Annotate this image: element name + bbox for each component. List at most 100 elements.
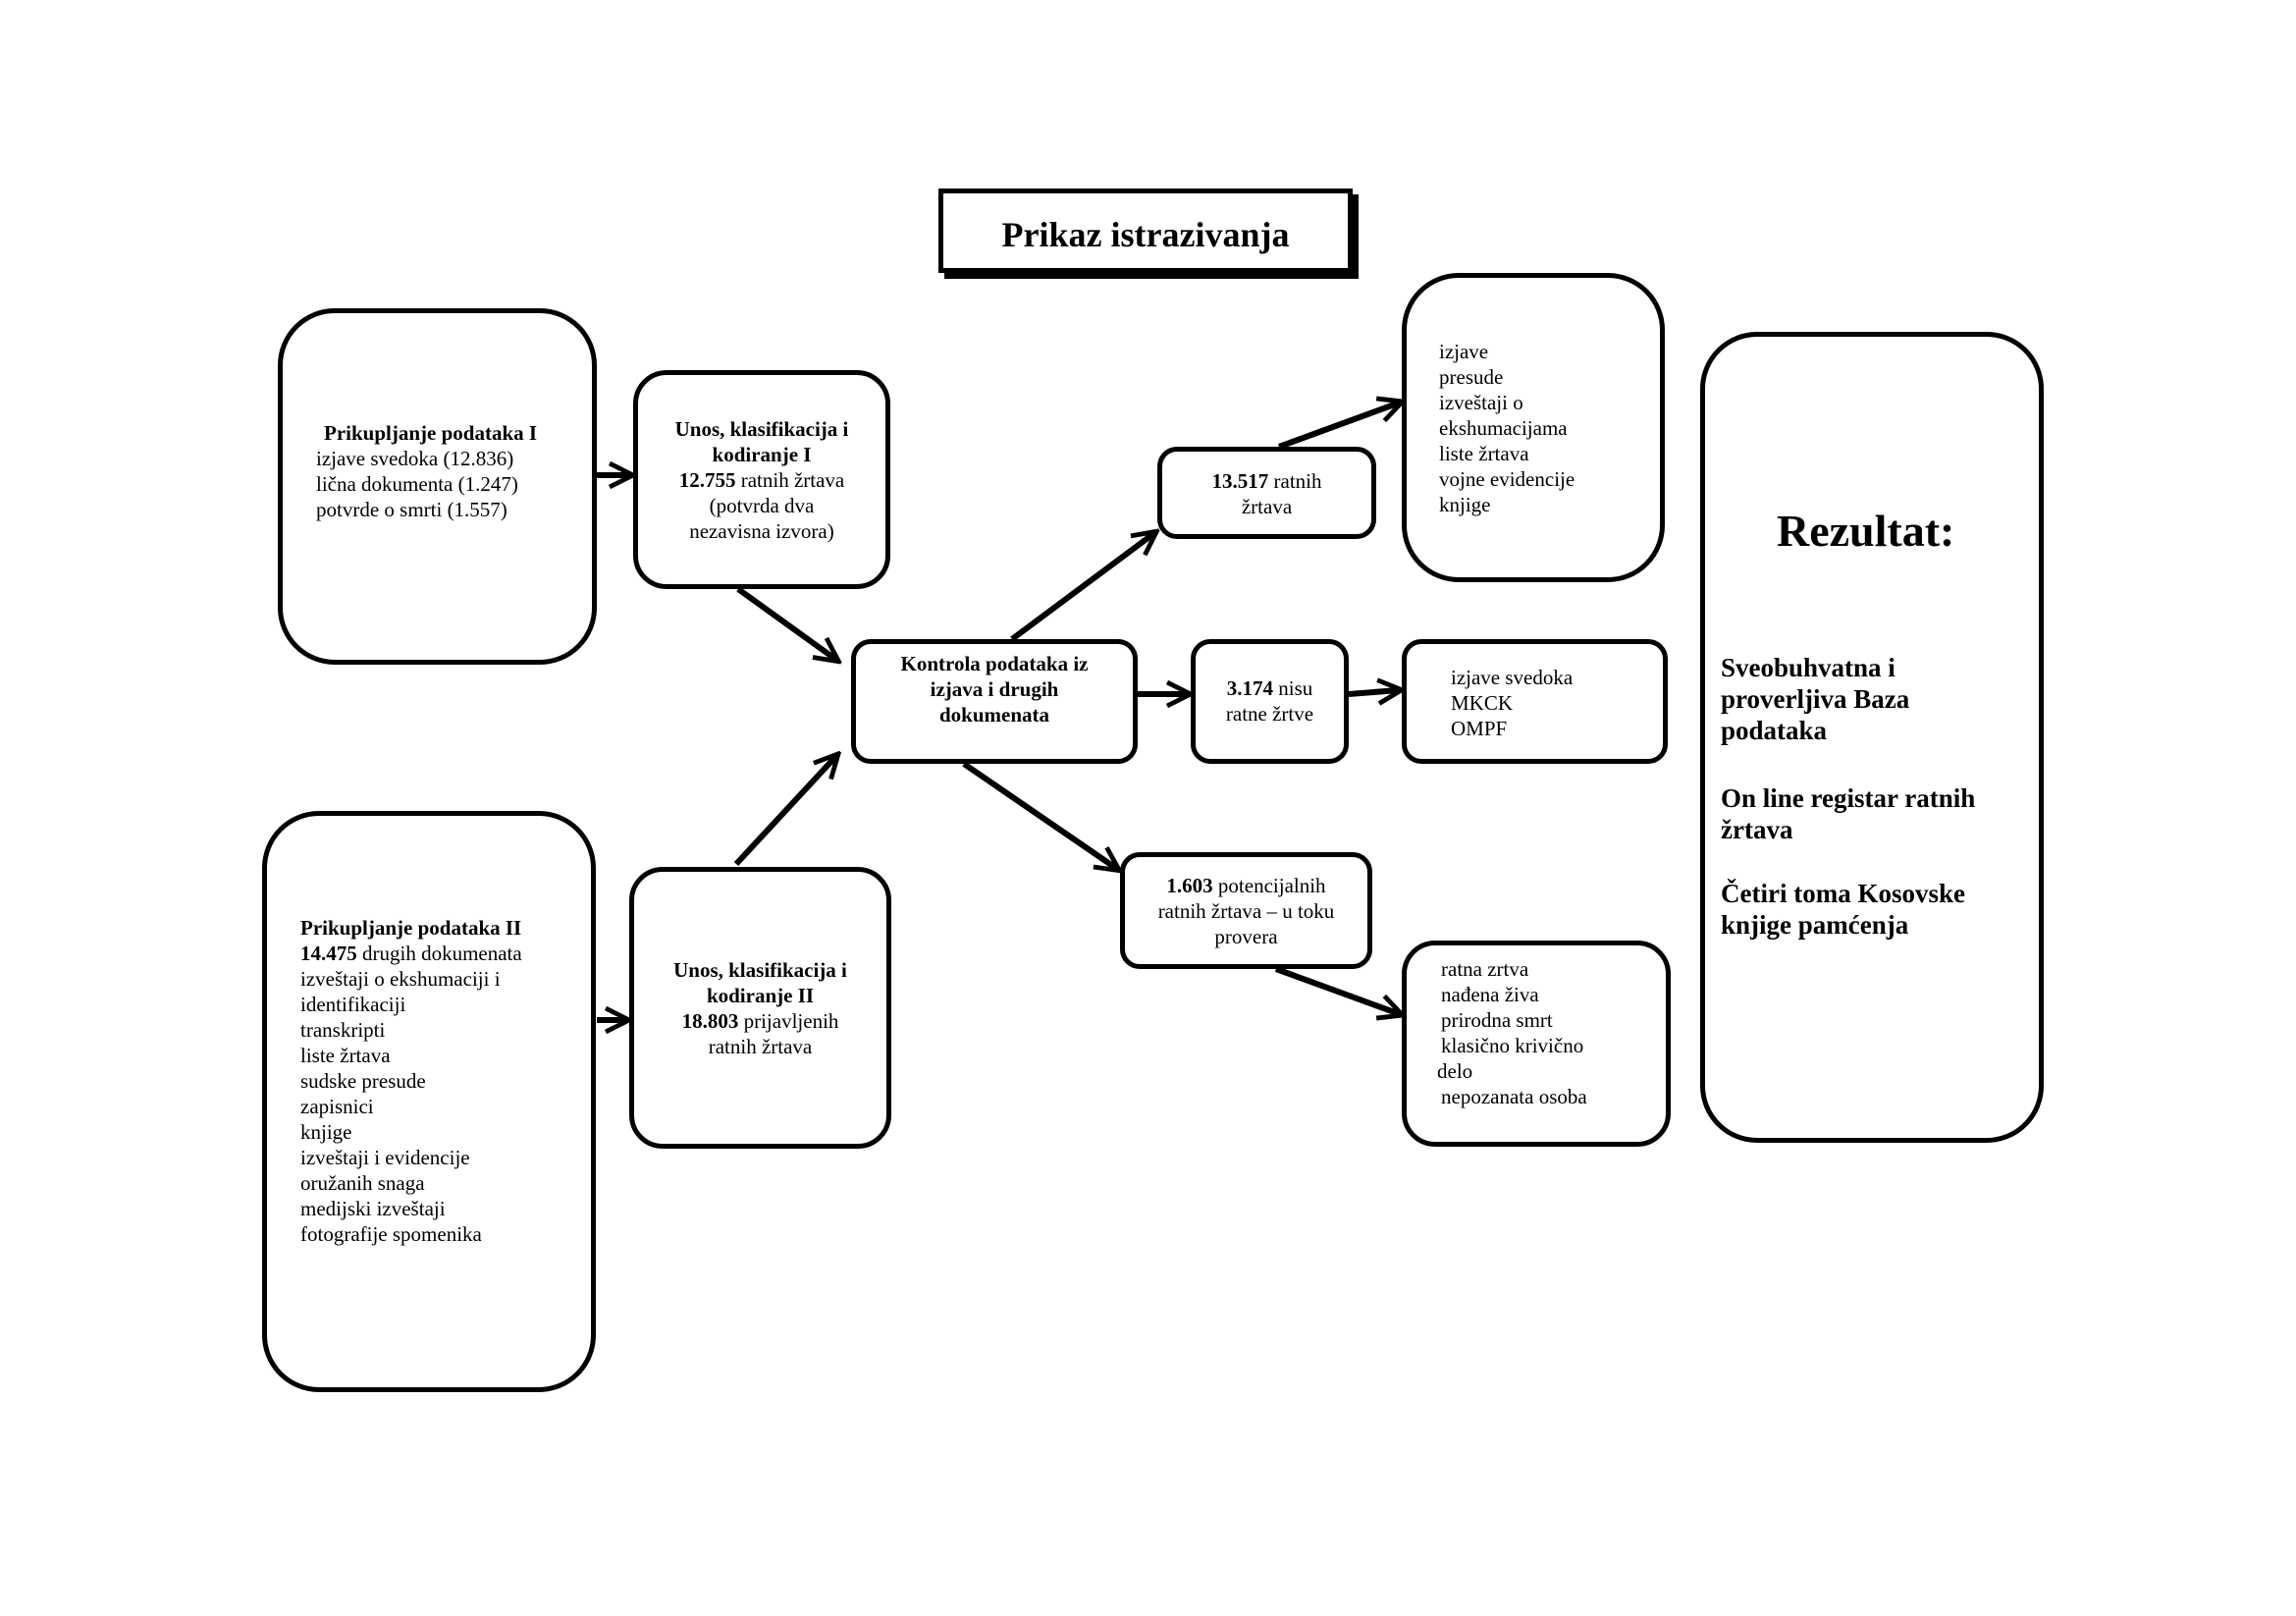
entry-coding-2-text: Unos, klasifikacija i kodiranje II 18.80… xyxy=(629,957,891,1059)
war-victims-line: žrtava xyxy=(1241,495,1293,518)
arrow-control-to-potential xyxy=(962,761,1117,869)
not-victims-line: ratne žrtve xyxy=(1225,702,1314,726)
entry-coding-2-number: 18.803 xyxy=(681,1009,739,1033)
verification-outcome-item: delo xyxy=(1437,1059,1473,1083)
result-item-memorial-books: Četiri toma Kosovske knjige pamćenja xyxy=(1721,878,1965,941)
entry-coding-2-count: 18.803 prijavljenih xyxy=(629,1008,891,1034)
result-item-online-registry: On line registar ratnih žrtava xyxy=(1721,782,1975,845)
entry-coding-1-line: nezavisna izvora) xyxy=(689,519,834,543)
data-control-line: izjava i drugih xyxy=(930,677,1059,701)
collect-data-2-line: oružanih snaga xyxy=(300,1171,425,1195)
data-control-text: Kontrola podataka iz izjava i drugih dok… xyxy=(851,651,1138,727)
collect-data-1-line: izjave svedoka (12.836) xyxy=(316,447,514,470)
victim-source-item: izjave xyxy=(1439,340,1489,363)
entry-coding-1-count-label: ratnih žrtava xyxy=(735,468,845,492)
result-item-line: proverljiva Baza xyxy=(1721,684,1910,714)
arrow-not-victims-to-sources xyxy=(1348,690,1399,694)
result-heading: Rezultat: xyxy=(1777,506,1955,556)
collect-data-2-line: zapisnici xyxy=(300,1095,374,1118)
collect-data-2-line: izveštaji i evidencije xyxy=(300,1146,470,1169)
war-victims-text: 13.517 ratnih žrtava xyxy=(1157,468,1376,519)
verification-outcome-item: klasično krivično xyxy=(1441,1034,1584,1057)
collect-data-1-box xyxy=(278,308,597,665)
not-victims-box xyxy=(1191,639,1349,764)
victim-source-item: ekshumacijama xyxy=(1439,416,1568,440)
data-control-line: dokumenata xyxy=(938,703,1050,727)
victim-source-item: izveštaji o xyxy=(1439,391,1523,414)
entry-coding-1-line: Unos, klasifikacija i xyxy=(674,417,849,441)
potential-victims-text: 1.603 potencijalnih ratnih žrtava – u to… xyxy=(1120,873,1372,949)
not-victims-source-item: OMPF xyxy=(1451,717,1508,740)
war-victims-label: ratnih xyxy=(1268,469,1322,493)
collect-data-2-number: 14.475 xyxy=(300,942,357,965)
arrow-potential-to-outcomes xyxy=(1274,966,1400,1014)
result-item-line: žrtava xyxy=(1721,815,1793,844)
result-item-database: Sveobuhvatna i proverljiva Baza podataka xyxy=(1721,652,1909,746)
victim-sources-box xyxy=(1402,273,1665,582)
result-item-line: podataka xyxy=(1721,716,1828,745)
entry-coding-2-line: kodiranje II xyxy=(706,984,815,1007)
entry-coding-1-text: Unos, klasifikacija i kodiranje I 12.755… xyxy=(633,416,890,544)
verification-outcomes-text: ratna zrtva nađena živa prirodna smrt kl… xyxy=(1437,956,1587,1109)
collect-data-2-line: sudske presude xyxy=(300,1069,426,1093)
verification-outcome-item: prirodna smrt xyxy=(1441,1008,1553,1032)
data-control-line: Kontrola podataka iz xyxy=(900,652,1089,675)
result-box xyxy=(1700,332,2044,1143)
collect-data-2-line: identifikaciji xyxy=(300,993,406,1016)
victim-source-item: vojne evidencije xyxy=(1439,467,1575,491)
collect-data-2-count-label: drugih dokumenata xyxy=(356,942,522,965)
collect-data-2-line: fotografije spomenika xyxy=(300,1222,482,1246)
collect-data-2-text: Prikupljanje podataka II 14.475 drugih d… xyxy=(300,915,522,1247)
collect-data-2-count: 14.475 drugih dokumenata xyxy=(300,941,522,966)
victim-sources-text: izjave presude izveštaji o ekshumacijama… xyxy=(1439,339,1575,517)
collect-data-2-heading: Prikupljanje podataka II xyxy=(300,916,522,940)
collect-data-1-line: lična dokumenta (1.247) xyxy=(316,472,518,496)
verification-outcome-item: nađena živa xyxy=(1441,983,1539,1006)
not-victims-number: 3.174 xyxy=(1226,676,1273,700)
title-box: Prikaz istrazivanja xyxy=(938,189,1353,273)
result-item-line: On line registar ratnih xyxy=(1721,783,1976,813)
potential-victims-line: ratnih žrtava – u toku xyxy=(1157,899,1335,923)
victim-source-item: liste žrtava xyxy=(1439,442,1529,465)
not-victims-text: 3.174 nisu ratne žrtve xyxy=(1191,675,1349,727)
entry-coding-1-number: 12.755 xyxy=(678,468,736,492)
arrow-entry2-to-control xyxy=(733,756,836,867)
potential-victims-box xyxy=(1120,852,1372,969)
potential-victims-line: provera xyxy=(1214,925,1278,948)
victim-source-item: presude xyxy=(1439,365,1504,389)
collect-data-2-line: izveštaji o ekshumaciji i xyxy=(300,967,501,991)
entry-coding-2-line: Unos, klasifikacija i xyxy=(673,958,847,982)
war-victims-box xyxy=(1157,447,1376,539)
entry-coding-1-count: 12.755 ratnih žrtava xyxy=(633,467,890,493)
result-item-line: knjige pamćenja xyxy=(1721,910,1909,940)
arrow-victims-to-sources xyxy=(1277,403,1400,450)
arrow-entry1-to-control xyxy=(736,586,836,660)
potential-victims-label: potencijalnih xyxy=(1212,874,1326,897)
collect-data-2-line: knjige xyxy=(300,1120,352,1144)
verification-outcomes-box xyxy=(1402,941,1671,1147)
verification-outcome-item: nepozanata osoba xyxy=(1441,1085,1587,1108)
victim-source-item: knjige xyxy=(1439,493,1491,516)
verification-outcome-item: ratna zrtva xyxy=(1441,957,1529,981)
diagram-title: Prikaz istrazivanja xyxy=(1001,215,1290,254)
collect-data-2-line: liste žrtava xyxy=(300,1044,391,1067)
collect-data-2-box xyxy=(262,811,596,1392)
not-victims-sources-text: izjave svedoka MKCK OMPF xyxy=(1451,665,1573,741)
collect-data-1-text: Prikupljanje podataka I izjave svedoka (… xyxy=(316,420,537,522)
collect-data-2-line: medijski izveštaji xyxy=(300,1197,446,1220)
collect-data-1-heading: Prikupljanje podataka I xyxy=(324,421,538,445)
collect-data-2-line: transkripti xyxy=(300,1018,386,1042)
not-victims-label: nisu xyxy=(1272,676,1313,700)
entry-coding-1-line: kodiranje I xyxy=(712,443,812,466)
entry-coding-2-count-label: prijavljenih xyxy=(738,1009,839,1033)
result-item-line: Četiri toma Kosovske xyxy=(1721,879,1965,908)
not-victims-source-item: izjave svedoka xyxy=(1451,666,1574,689)
collect-data-1-line: potvrde o smrti (1.557) xyxy=(316,498,507,521)
potential-victims-number: 1.603 xyxy=(1166,874,1213,897)
data-control-box xyxy=(851,639,1138,764)
arrow-control-to-victims xyxy=(1010,533,1154,642)
entry-coding-2-line: ratnih žrtava xyxy=(708,1035,813,1058)
entry-coding-2-box xyxy=(629,867,891,1149)
entry-coding-1-line: (potvrda dva xyxy=(709,494,815,517)
